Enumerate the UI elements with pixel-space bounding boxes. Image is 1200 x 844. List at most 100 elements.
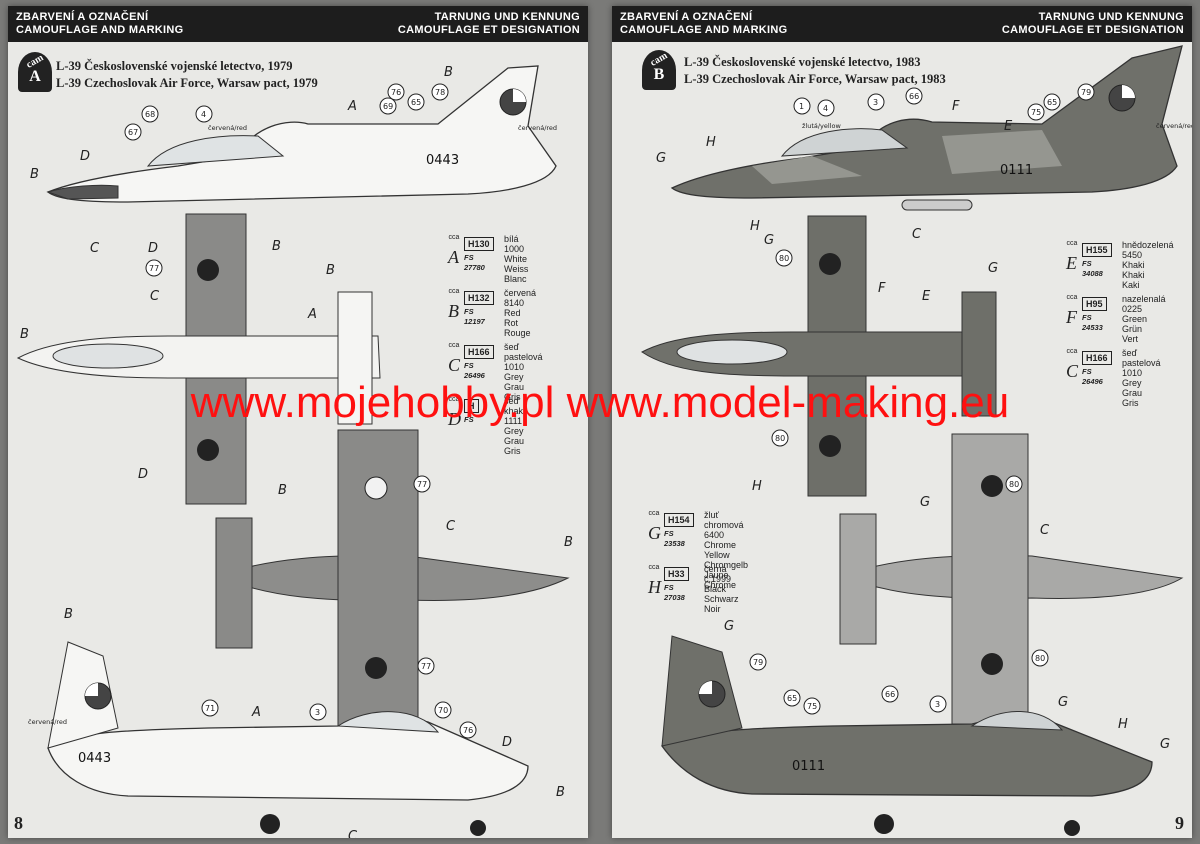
svg-text:A: A: [347, 99, 357, 114]
registration-number: 0443: [426, 153, 459, 168]
svg-text:A: A: [251, 705, 261, 720]
svg-text:B: B: [30, 167, 39, 182]
svg-text:79: 79: [1081, 88, 1091, 97]
left-aircraft-drawings: 0443 červená/red červená/red: [16, 65, 573, 838]
svg-text:1: 1: [799, 102, 804, 111]
colour-letters: A B B C D B D C A B B D B C B B A D B C: [20, 65, 573, 838]
svg-text:E: E: [1004, 119, 1013, 134]
cam-logo: cam B: [642, 50, 676, 90]
svg-text:D: D: [502, 735, 512, 750]
svg-text:H: H: [752, 479, 762, 494]
svg-text:D: D: [80, 149, 90, 164]
svg-text:65: 65: [411, 98, 421, 107]
header-title-de: TARNUNG UND KENNUNG: [1038, 11, 1184, 23]
svg-text:75: 75: [807, 702, 817, 711]
top-view: [16, 213, 381, 505]
svg-text:66: 66: [909, 92, 919, 101]
svg-text:78: 78: [435, 88, 445, 97]
svg-text:79: 79: [753, 658, 763, 667]
svg-text:D: D: [148, 241, 158, 256]
header-title-de: TARNUNG UND KENNUNG: [434, 11, 580, 23]
svg-text:70: 70: [438, 706, 448, 715]
svg-text:65: 65: [1047, 98, 1057, 107]
svg-text:B: B: [444, 65, 453, 80]
svg-text:G: G: [988, 261, 998, 276]
header-title-fr: CAMOUFLAGE ET DESIGNATION: [1001, 24, 1184, 36]
svg-text:77: 77: [417, 480, 427, 489]
svg-text:G: G: [656, 151, 666, 166]
svg-text:67: 67: [128, 128, 138, 137]
header-title-en: CAMOUFLAGE AND MARKING: [16, 24, 184, 36]
svg-text:H: H: [1118, 717, 1128, 732]
svg-text:C: C: [1040, 523, 1050, 538]
svg-text:3: 3: [873, 98, 878, 107]
svg-text:77: 77: [149, 264, 159, 273]
svg-text:71: 71: [205, 704, 215, 713]
header-title-fr: CAMOUFLAGE ET DESIGNATION: [397, 24, 580, 36]
page-number: 9: [1175, 813, 1184, 833]
svg-text:B: B: [564, 535, 573, 550]
header-title-cz: ZBARVENÍ A OZNAČENÍ: [620, 11, 753, 23]
svg-text:69: 69: [383, 102, 393, 111]
svg-text:65: 65: [787, 694, 797, 703]
svg-text:G: G: [1058, 695, 1068, 710]
svg-text:F: F: [878, 281, 886, 296]
svg-text:B: B: [556, 785, 565, 800]
svg-text:G: G: [1160, 737, 1170, 752]
svg-text:3: 3: [935, 700, 940, 709]
header-title-cz: ZBARVENÍ A OZNAČENÍ: [16, 11, 149, 23]
top-view: [641, 215, 997, 497]
side-profile-bottom: 0111: [661, 635, 1153, 836]
svg-text:66: 66: [885, 690, 895, 699]
svg-text:F: F: [952, 99, 960, 114]
svg-text:80: 80: [779, 254, 789, 263]
svg-text:červená/red: červená/red: [208, 124, 247, 132]
right-aircraft-drawings: 0111 žlutá/yellow červená/red 0111: [641, 45, 1192, 836]
registration-number-lower: 0111: [792, 759, 825, 774]
scheme-title: L-39 Československé vojenské letectvo, 1…: [684, 55, 946, 86]
svg-text:76: 76: [463, 726, 473, 735]
svg-text:75: 75: [1031, 108, 1041, 117]
svg-text:68: 68: [145, 110, 155, 119]
bottom-view: [215, 429, 570, 731]
svg-text:C: C: [90, 241, 100, 256]
svg-text:B: B: [326, 263, 335, 278]
svg-text:červená/red: červená/red: [28, 718, 67, 726]
svg-text:G: G: [920, 495, 930, 510]
cam-logo: cam A: [18, 52, 52, 92]
callout-markers: 67 68 4 76 78 65 69 77 77 77 71 70 76 3: [124, 83, 477, 739]
svg-text:E: E: [922, 289, 931, 304]
side-profile-top: 0443 červená/red červená/red: [46, 65, 557, 203]
svg-text:G: G: [724, 619, 734, 634]
svg-text:80: 80: [775, 434, 785, 443]
colour-letters: H G F E C H G G F E H G C G G H G: [656, 99, 1170, 752]
svg-text:76: 76: [391, 88, 401, 97]
svg-text:77: 77: [421, 662, 431, 671]
side-profile-top: 0111 žlutá/yellow červená/red: [670, 45, 1192, 211]
side-profile-bottom: 0443 červená/red: [28, 641, 529, 836]
svg-text:H: H: [706, 135, 716, 150]
registration-number: 0111: [1000, 163, 1033, 178]
svg-text:červená/red: červená/red: [518, 124, 557, 132]
svg-text:4: 4: [823, 104, 828, 113]
svg-text:3: 3: [315, 708, 320, 717]
svg-text:B: B: [278, 483, 287, 498]
svg-text:C: C: [446, 519, 456, 534]
svg-text:C: C: [912, 227, 922, 242]
header-title-en: CAMOUFLAGE AND MARKING: [620, 24, 788, 36]
callout-markers: 79 1 4 3 66 75 65 80 80 80 80 79 65 75 6…: [749, 83, 1095, 715]
page-number: 8: [14, 813, 23, 833]
svg-text:žlutá/yellow: žlutá/yellow: [802, 122, 841, 130]
scheme-title: L-39 Československé vojenské letectvo, 1…: [56, 59, 318, 90]
svg-text:H: H: [750, 219, 760, 234]
svg-text:4: 4: [201, 110, 206, 119]
svg-text:G: G: [764, 233, 774, 248]
svg-text:C: C: [348, 829, 358, 838]
svg-text:B: B: [272, 239, 281, 254]
svg-text:červená/red: červená/red: [1156, 122, 1192, 130]
svg-text:80: 80: [1035, 654, 1045, 663]
